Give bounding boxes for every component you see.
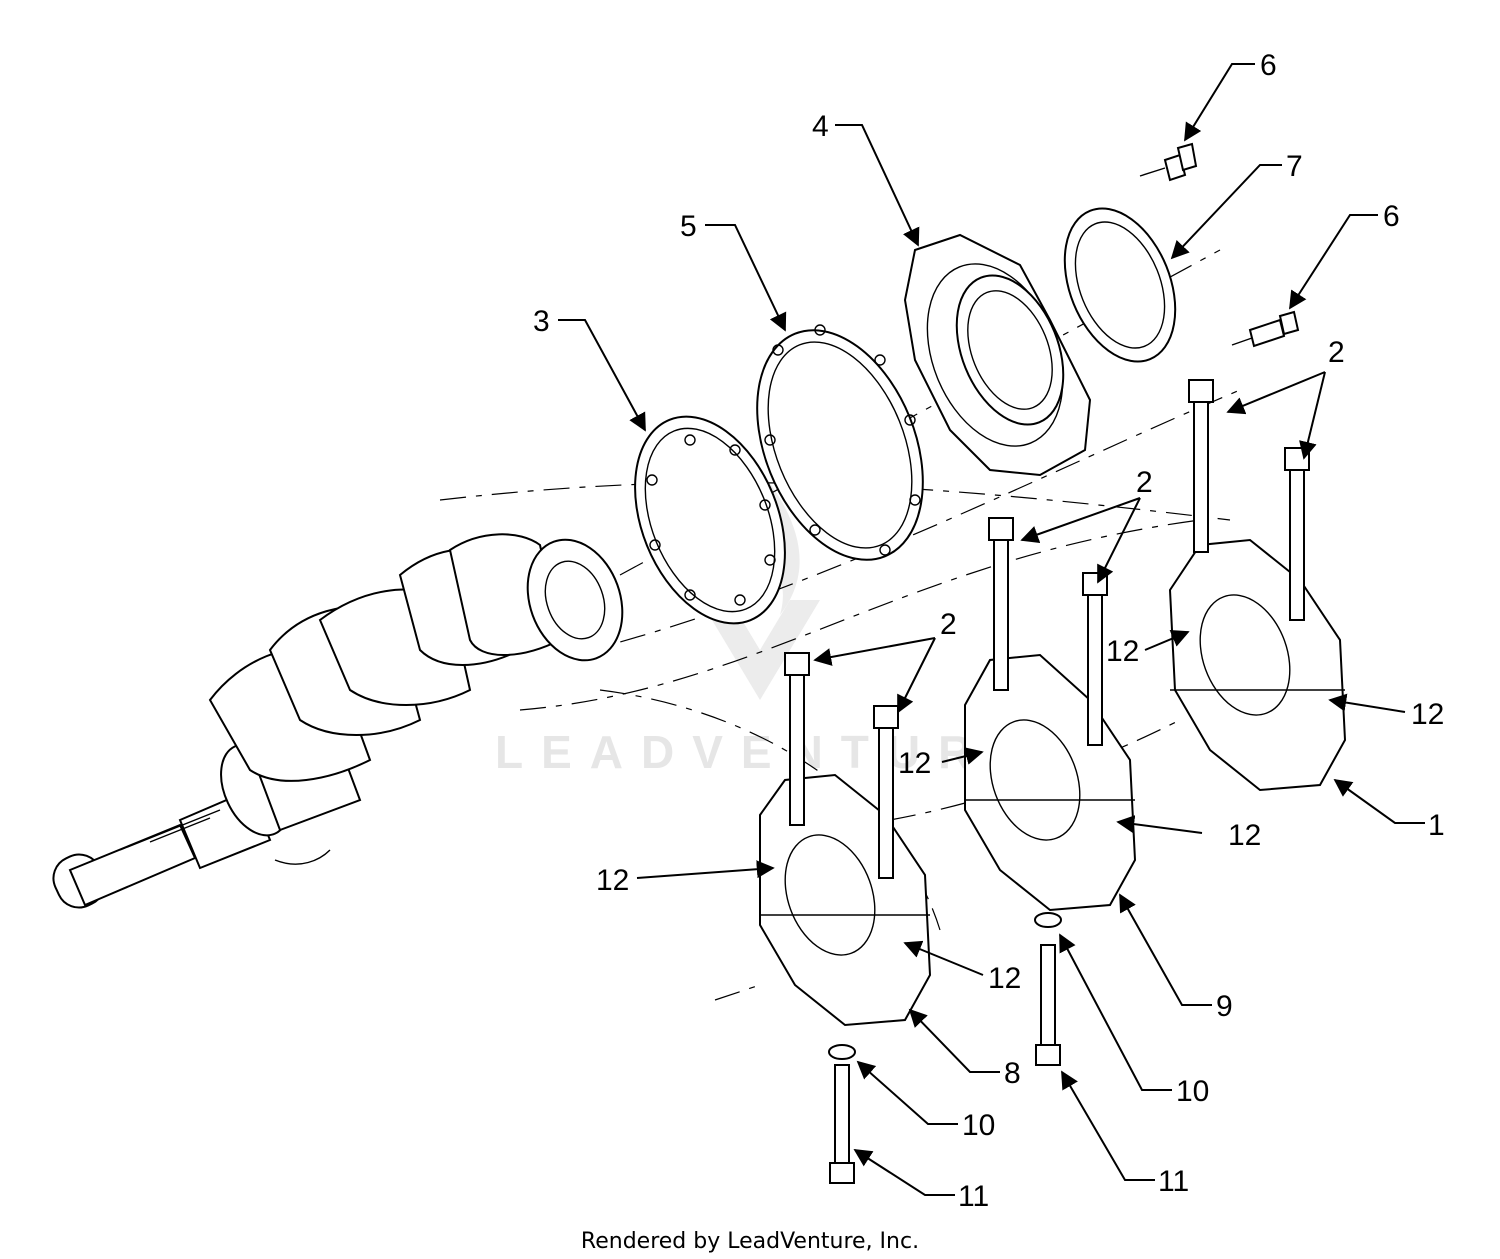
callout-12-right-upper: 12 [1106,635,1139,668]
gasket-5 [756,324,924,561]
callout-12-middle-upper: 12 [898,747,931,780]
bearing-cap-9 [964,517,1137,1066]
callout-11-left: 11 [958,1180,989,1213]
callout-6-lower: 6 [1383,200,1400,233]
watermark-text: LEADVENTURE [495,726,1038,778]
callout-12-left-upper: 12 [596,864,629,897]
callout-12-middle-lower: 12 [1228,819,1261,852]
callout-7: 7 [1286,150,1303,183]
seal-7 [1063,207,1177,363]
bearing-cap-8 [759,652,932,1184]
callout-12-left-lower: 12 [988,962,1021,995]
callout-4: 4 [812,110,829,143]
gasket-3 [634,415,786,625]
callout-10-left: 10 [962,1109,995,1142]
callout-2-right: 2 [1328,336,1345,369]
callout-2-middle: 2 [1136,466,1153,499]
bearing-cap-1 [1168,379,1347,792]
callout-12-right-lower: 12 [1411,698,1444,731]
callout-2-left: 2 [940,608,957,641]
footer-credit: Rendered by LeadVenture, Inc. [581,1229,919,1254]
screw-6-upper [1139,142,1198,182]
callouts: 6 7 6 4 5 3 2 2 2 12 12 12 12 12 12 1 9 … [533,49,1445,1213]
callout-1: 1 [1428,809,1445,842]
leader-lines [558,63,1425,1196]
callout-10-middle: 10 [1176,1075,1209,1108]
callout-3: 3 [533,305,550,338]
crankshaft [52,533,624,909]
callout-8: 8 [1004,1057,1021,1090]
callout-11-middle: 11 [1158,1165,1189,1198]
callout-5: 5 [680,210,697,243]
watermark: LEADVENTURE [495,470,1038,778]
screw-6-lower [1231,310,1300,348]
callout-9: 9 [1216,990,1233,1023]
callout-6-upper: 6 [1260,49,1277,82]
housing-4 [903,233,1092,477]
